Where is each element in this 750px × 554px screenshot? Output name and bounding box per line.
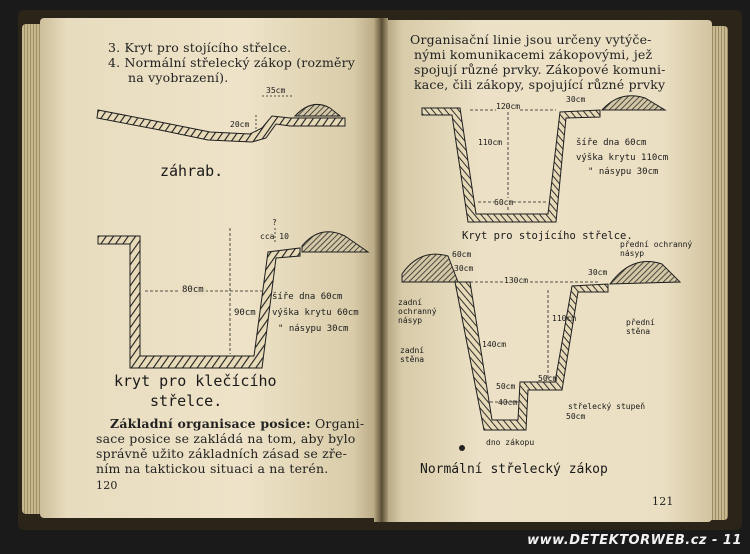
kryt-note-1: šíře dna 60cm <box>272 292 343 302</box>
fig1-note-1: šíře dna 60cm <box>576 138 647 148</box>
page-number-left: 120 <box>96 479 118 492</box>
kryt-width: 80cm <box>180 285 206 295</box>
fig1-note-2: výška krytu 110cm <box>576 153 669 163</box>
page-edges-left <box>22 24 42 514</box>
page-number-right: 121 <box>652 495 674 508</box>
kryt-depth: 90cm <box>234 308 256 318</box>
page-edges-right <box>710 26 728 520</box>
paragraph-line-1-rest: Organi- <box>314 416 365 431</box>
label-predni-stena: přední stěna <box>626 318 655 336</box>
paragraph-line-2: sace posice se zakládá na tom, aby bylo <box>96 431 356 446</box>
label-zadni-stena: zadní stěna <box>400 346 425 364</box>
right-text-line-3: spojují různé prvky. Zákopové komuni- <box>414 62 666 77</box>
fig1-dim-110: 110cm <box>478 138 503 147</box>
zahrab-drawing <box>96 95 346 143</box>
kryt-dim-side: cca 10 <box>260 232 289 241</box>
fig2-dim-50-bottom: 50cm <box>496 382 516 391</box>
left-page <box>40 18 380 518</box>
fig2-dim-40: 40cm <box>498 398 518 407</box>
fig2-caption: Normální střelecký zákop <box>420 462 608 477</box>
fig2-dim-110: 110cm <box>552 314 577 323</box>
normalni-zakop-drawing <box>401 253 682 451</box>
label-dno-zakopu: dno zákopu <box>486 438 535 447</box>
kryt-dim-top: ? <box>272 218 277 227</box>
paragraph-line-4: ním na taktickou situaci a na terén. <box>96 461 329 476</box>
fig1-dim-120: 120cm <box>496 102 521 111</box>
paragraph-title: Základní organisace posice: <box>110 416 311 431</box>
label-predni-ochranny-nasyp: přední ochranný násyp <box>620 240 693 258</box>
list-item-3: 3. Kryt pro stojícího střelce. <box>108 40 292 55</box>
fig1-caption: Kryt pro stojícího střelce. <box>462 230 633 242</box>
zahrab-dim-side: 20cm <box>230 120 250 129</box>
fig2-dim-140: 140cm <box>482 340 507 349</box>
paragraph-line-3: správně užito základních zásad se zře- <box>96 446 348 461</box>
fig2-dim-130: 130cm <box>504 276 529 285</box>
label-strelecky-stupen: střelecký stupeň <box>568 402 646 411</box>
fig1-dim-60: 60cm <box>494 198 514 207</box>
fig1-note-3: " násypu 30cm <box>588 167 659 177</box>
fig2-dim-60: 60cm <box>452 250 472 259</box>
zahrab-dim-top: 35cm <box>266 86 286 95</box>
paragraph-line-1: Základní organisace posice: Organi- <box>110 416 364 431</box>
fig1-dim-30: 30cm <box>566 95 586 104</box>
list-item-4: 4. Normální střelecký zákop (rozměry <box>108 55 356 70</box>
kryt-note-3: " násypu 30cm <box>278 324 349 334</box>
kryt-klecici-drawing <box>97 228 370 369</box>
fig-kryt-caption-2: střelce. <box>150 392 223 410</box>
book-gutter <box>374 18 388 522</box>
label-zadni-ochranny-nasyp: zadní ochranný násyp <box>398 298 437 325</box>
watermark: www.DETEKTORWEB.cz - 11 <box>527 533 742 548</box>
fig-zahrab-caption: záhrab. <box>160 162 224 180</box>
right-text-line-4: kace, čili zákopy, spojující různé prvky <box>414 77 666 92</box>
kryt-note-2: výška krytu 60cm <box>272 308 359 318</box>
list-item-4-cont: na vyobrazení). <box>128 70 229 85</box>
fig2-dim-50-step: 50cm <box>538 374 558 383</box>
fig2-dim-30-right: 30cm <box>588 268 608 277</box>
right-text-line-1: Organisační linie jsou určeny vytýče- <box>410 32 652 47</box>
fig-kryt-caption-1: kryt pro klečícího <box>114 372 277 390</box>
fig2-dim-50-side: 50cm <box>566 412 586 421</box>
right-text-line-2: nými komunikacemi zákopovými, jež <box>414 47 653 62</box>
fig2-dim-30-left: 30cm <box>454 264 474 273</box>
